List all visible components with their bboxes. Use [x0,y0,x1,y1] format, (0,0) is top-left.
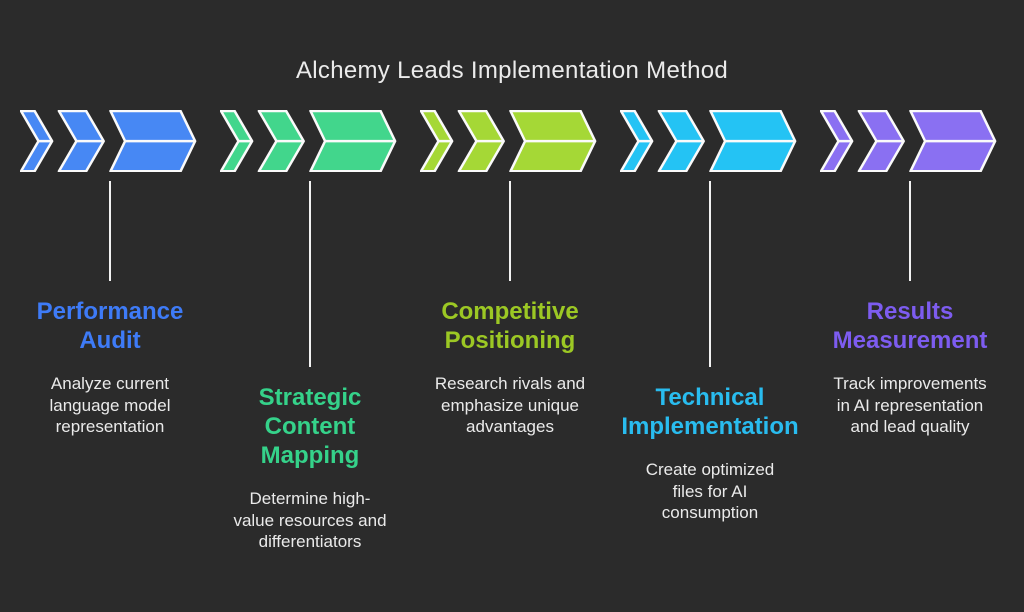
step-description: Create optimized files for AI consumptio… [645,460,775,523]
step-title: Results Measurement [832,298,988,355]
triple-chevron-right-icon [820,110,997,173]
step-description: Analyze current language model represent… [49,374,171,437]
step-description: Determine high- value resources and diff… [233,489,387,552]
connector-line [909,181,911,282]
step-column-technical-implementation: Technical Implementation Create optimize… [610,110,810,524]
step-title: Technical Implementation [621,384,799,441]
triple-chevron-right-icon [20,110,197,173]
connector-line [309,181,311,368]
step-description: Research rivals and emphasize unique adv… [434,374,586,437]
page-title: Alchemy Leads Implementation Method [295,57,729,84]
step-column-performance-audit: Performance Audit Analyze current langua… [10,110,210,438]
step-title: Competitive Positioning [441,298,579,355]
step-title: Performance Audit [36,298,184,355]
connector-line [509,181,511,282]
step-title: Strategic Content Mapping [258,384,362,470]
connector-line [709,181,711,368]
step-description: Track improvements in AI representation … [833,374,987,437]
triple-chevron-right-icon [620,110,797,173]
triple-chevron-right-icon [220,110,397,173]
step-column-competitive-positioning: Competitive Positioning Research rivals … [410,110,610,438]
step-column-results-measurement: Results Measurement Track improvements i… [810,110,1010,438]
connector-line [109,181,111,282]
step-column-strategic-content-mapping: Strategic Content Mapping Determine high… [210,110,410,553]
triple-chevron-right-icon [420,110,597,173]
